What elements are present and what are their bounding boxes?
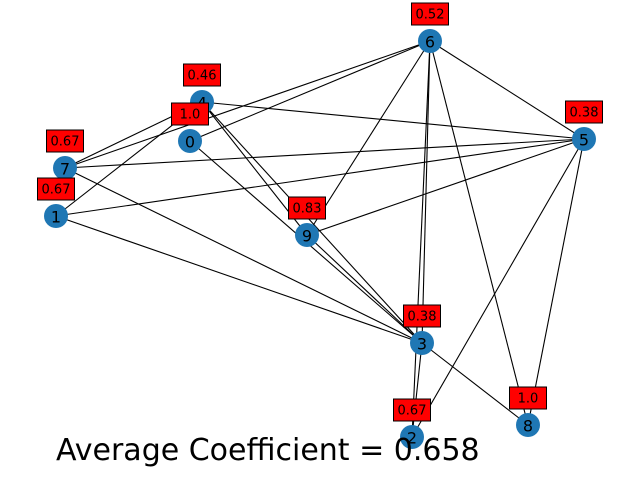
- node-id-label: 8: [523, 417, 533, 436]
- node-id-label: 3: [417, 335, 427, 354]
- node-id-label: 9: [302, 227, 312, 246]
- average-coefficient-caption: Average Coefficient = 0.658: [56, 433, 480, 468]
- coefficient-box: [46, 129, 84, 153]
- coefficient-value: 0.46: [188, 69, 217, 84]
- coefficient-label-4: 0.46: [183, 63, 221, 87]
- coefficient-box: [171, 102, 209, 126]
- coefficient-label-5: 0.38: [565, 100, 603, 124]
- node-circle: [44, 204, 68, 228]
- edge-3-8: [421, 342, 529, 426]
- edge-4-3: [201, 101, 423, 344]
- node-7: 7: [53, 156, 77, 180]
- nodes-layer: 0123456789: [44, 29, 596, 449]
- node-1: 1: [44, 204, 68, 228]
- node-id-label: 1: [51, 208, 61, 227]
- coefficient-box: [288, 196, 326, 220]
- coefficient-value: 1.0: [518, 392, 539, 407]
- node-8: 8: [516, 413, 540, 437]
- node-circle: [516, 413, 540, 437]
- node-id-label: 0: [185, 133, 195, 152]
- edge-5-9: [306, 138, 585, 236]
- coefficient-label-1: 0.67: [37, 177, 75, 201]
- node-id-label: 6: [425, 33, 435, 52]
- coefficient-box: [403, 304, 441, 328]
- node-5: 5: [572, 127, 596, 151]
- edge-7-5: [64, 138, 585, 169]
- coefficient-value: 0.38: [408, 310, 437, 325]
- coefficient-box: [183, 63, 221, 87]
- edge-6-5: [429, 40, 585, 140]
- edges-layer: [55, 40, 585, 438]
- node-circle: [400, 425, 424, 449]
- coefficient-value: 0.38: [570, 106, 599, 121]
- coefficient-labels-layer: 1.0 0.67 0.67 0.38 0.46 0.38 0.52 0.67 1.0 0.83: [37, 2, 603, 422]
- coefficient-value: 0.67: [398, 404, 427, 419]
- coefficient-box: [411, 2, 449, 26]
- coefficient-box: [509, 386, 547, 410]
- node-circle: [295, 223, 319, 247]
- edge-6-2: [411, 40, 431, 438]
- coefficient-value: 0.67: [51, 135, 80, 150]
- edge-6-8: [429, 40, 529, 426]
- edge-9-3: [306, 234, 423, 344]
- coefficient-label-8: 1.0: [509, 386, 547, 410]
- node-9: 9: [295, 223, 319, 247]
- node-id-label: 7: [60, 160, 70, 179]
- node-id-label: 5: [579, 131, 589, 150]
- coefficient-value: 0.83: [293, 202, 322, 217]
- edge-1-5: [55, 138, 585, 217]
- coefficient-label-6: 0.52: [411, 2, 449, 26]
- node-circle: [410, 331, 434, 355]
- coefficient-label-7: 0.67: [46, 129, 84, 153]
- edge-5-2: [411, 138, 585, 438]
- coefficient-box: [565, 100, 603, 124]
- edge-4-5: [201, 101, 585, 140]
- node-circle: [178, 129, 202, 153]
- edge-5-8: [527, 138, 585, 426]
- node-circle: [53, 156, 77, 180]
- node-id-label: 2: [407, 429, 417, 448]
- edge-1-3: [55, 215, 423, 344]
- edge-6-7: [64, 40, 431, 169]
- coefficient-box: [37, 177, 75, 201]
- node-3: 3: [410, 331, 434, 355]
- edge-0-6: [189, 40, 431, 142]
- node-circle: [418, 29, 442, 53]
- coefficient-value: 0.52: [416, 8, 445, 23]
- node-circle: [572, 127, 596, 151]
- coefficient-value: 0.67: [42, 183, 71, 198]
- edge-6-9: [306, 40, 431, 236]
- node-0: 0: [178, 129, 202, 153]
- coefficient-label-9: 0.83: [288, 196, 326, 220]
- edge-7-3: [64, 167, 423, 344]
- node-6: 6: [418, 29, 442, 53]
- node-2: 2: [400, 425, 424, 449]
- coefficient-box: [393, 398, 431, 422]
- coefficient-label-3: 0.38: [403, 304, 441, 328]
- coefficient-label-0: 1.0: [171, 102, 209, 126]
- edge-6-3: [421, 40, 431, 344]
- coefficient-label-2: 0.67: [393, 398, 431, 422]
- coefficient-value: 1.0: [180, 108, 201, 123]
